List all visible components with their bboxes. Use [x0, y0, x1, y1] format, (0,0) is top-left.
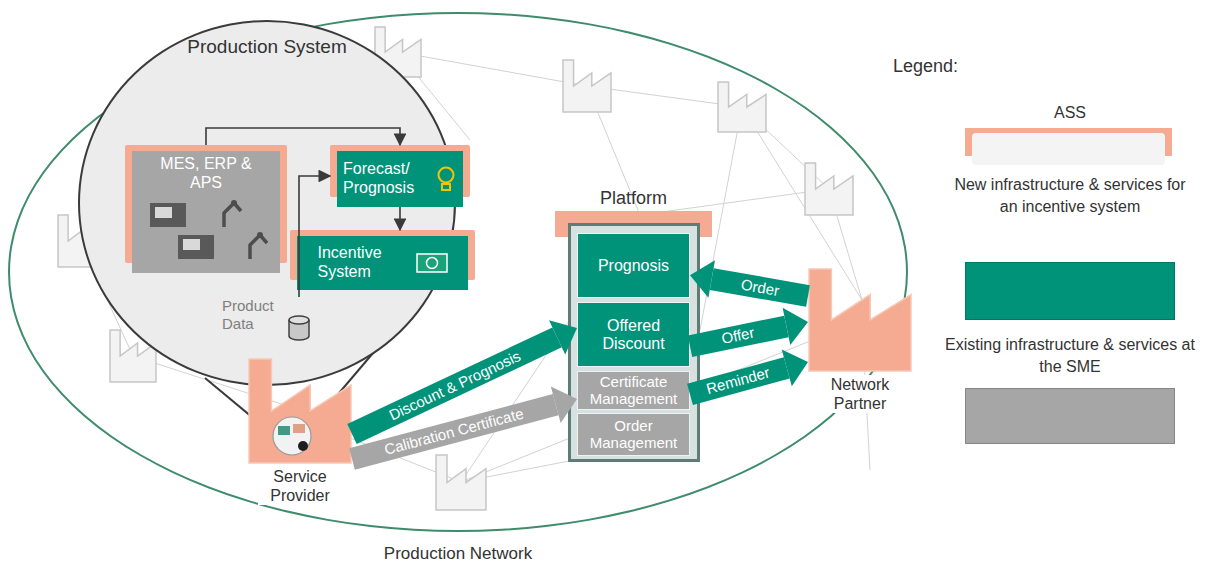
arrow-head — [783, 308, 808, 345]
network-ellipse: MES, ERP & APS Forecast/ PrognosisIncenti… — [8, 12, 908, 532]
text-holder: ASS — [945, 102, 1195, 124]
connector-line — [399, 207, 401, 230]
box-fill: Incentive System — [297, 236, 468, 290]
text-holder: Network Partner — [778, 375, 942, 413]
text-holder: Product Data — [222, 297, 284, 333]
platform-title: Platform — [600, 188, 667, 209]
arrow-body — [352, 405, 556, 459]
platform-box: PrognosisOffered DiscountCertificate Man… — [555, 188, 712, 465]
factory-label: Service Provider — [258, 467, 342, 505]
screen-thumb — [293, 424, 305, 433]
service-label: Certificate Management — [582, 374, 685, 408]
money-icon — [416, 252, 448, 274]
legend-text: ASS — [945, 102, 1195, 124]
arrow-label: Order — [740, 276, 781, 299]
network-line — [398, 52, 587, 86]
service-label: Offered Discount — [582, 317, 685, 353]
robot-arm — [250, 235, 267, 259]
arrow-label: Reminder — [705, 365, 772, 398]
machine-window — [155, 207, 172, 218]
text-holder: New infrastructure & services for an inc… — [945, 174, 1195, 219]
robot-arm — [224, 203, 241, 227]
callout-title: Production System — [187, 36, 346, 58]
arrow-label: Offer — [720, 325, 756, 348]
legend-ass-inner — [972, 133, 1165, 165]
factory-label: Network Partner — [818, 375, 902, 413]
data-label: Product Data — [222, 297, 284, 333]
box-label: Incentive System — [318, 244, 408, 282]
legend-ass-sample — [965, 128, 1172, 156]
service-label: Prognosis — [598, 257, 669, 275]
database-icon — [287, 314, 311, 342]
block-arrow — [352, 386, 577, 459]
callout-circle: MES, ERP & APS Forecast/ PrognosisIncenti… — [78, 20, 456, 386]
edge-label-holder: Order — [740, 276, 781, 299]
service-box: Order Management — [577, 413, 690, 456]
machine-window — [183, 239, 200, 250]
factory-shape — [808, 268, 912, 372]
factory-icon — [805, 163, 853, 215]
legend-swatch — [965, 262, 1175, 320]
arrow-head — [690, 260, 715, 297]
arrow-head — [549, 320, 577, 354]
text-holder: Service Provider — [218, 467, 382, 505]
system-box: Forecast/ Prognosis — [330, 145, 470, 207]
box-fill: Forecast/ Prognosis — [337, 151, 463, 207]
machine-body — [150, 203, 186, 227]
network-line — [742, 107, 862, 300]
factory-node: Network Partner — [808, 268, 912, 372]
service-box: Prognosis — [577, 233, 690, 298]
flow-arrow — [400, 207, 401, 230]
factory-icon — [563, 60, 611, 112]
text-holder: Platform — [555, 188, 712, 209]
bulb-base — [442, 184, 450, 190]
edge-label-holder: Reminder — [705, 365, 772, 398]
network-title: Production Network — [384, 544, 532, 564]
status-dot — [298, 441, 308, 451]
flow-arrow — [299, 176, 330, 297]
box-label: Forecast/ Prognosis — [343, 160, 427, 198]
factory-shape — [248, 358, 352, 464]
text-holder: Production Network — [8, 544, 908, 564]
legend-heading: Legend: — [893, 56, 958, 77]
box-fill: MES, ERP & APS — [132, 151, 280, 273]
bulb-glass — [439, 168, 454, 183]
text-holder: Existing infrastructure & services at th… — [945, 334, 1195, 379]
screen-thumb — [278, 426, 290, 435]
system-box: MES, ERP & APS — [125, 145, 287, 273]
connector-line — [299, 176, 330, 297]
bill — [417, 254, 447, 272]
factory-outline — [809, 269, 911, 371]
box-label: MES, ERP & APS — [156, 155, 256, 193]
factory-icon — [718, 82, 766, 132]
service-box: Certificate Management — [577, 371, 690, 410]
service-box: Offered Discount — [577, 302, 690, 367]
legend-text: Existing infrastructure & services at th… — [945, 334, 1195, 379]
connector-line — [206, 128, 400, 145]
robot-joint — [231, 200, 237, 206]
arrow-head — [551, 386, 577, 423]
edge-label-holder: Offer — [720, 325, 756, 348]
robot-joint — [257, 232, 263, 238]
service-icon — [273, 417, 311, 455]
text-holder: Production System — [78, 36, 456, 58]
machines-icon — [144, 199, 268, 263]
data-store: Product Data — [222, 297, 312, 342]
machine-body — [178, 235, 214, 259]
factory-icon — [436, 455, 486, 510]
flow-arrow — [206, 128, 400, 145]
arrow-head — [782, 350, 808, 387]
label-holder: Legend: — [893, 56, 958, 77]
system-box: Incentive System — [290, 230, 475, 290]
coin — [426, 258, 437, 269]
service-label: Order Management — [582, 418, 685, 452]
bulb-icon — [435, 165, 457, 193]
factory-outline — [249, 359, 351, 463]
factory-node: Service Provider — [248, 358, 352, 464]
legend-swatch — [965, 388, 1175, 444]
legend-text: New infrastructure & services for an inc… — [945, 174, 1195, 219]
cylinder-top — [289, 316, 309, 324]
